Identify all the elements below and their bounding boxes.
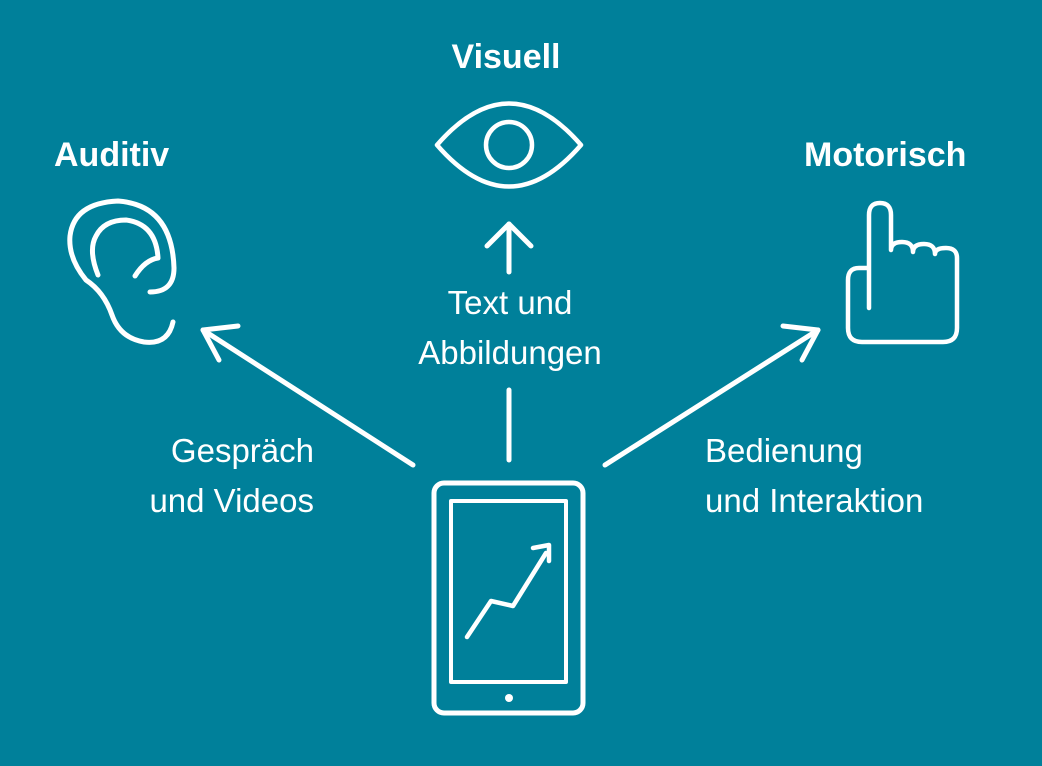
description-visual: Text und Abbildungen <box>360 278 660 378</box>
description-motor: Bedienung und Interaktion <box>705 426 923 526</box>
description-motor-line2: und Interaktion <box>705 482 924 519</box>
arrow-to-auditory <box>200 323 416 468</box>
description-motor-line1: Bedienung <box>705 432 863 469</box>
ear-icon <box>67 198 177 345</box>
arrow-to-motor <box>602 323 821 468</box>
arrow-to-visual <box>484 221 534 463</box>
title-auditory: Auditiv <box>54 136 170 174</box>
tablet-chart-icon <box>431 480 586 716</box>
title-visual: Visuell <box>451 38 561 76</box>
description-visual-line1: Text und <box>447 284 573 321</box>
description-auditory-line1: Gespräch <box>170 432 314 469</box>
pointing-hand-icon <box>845 200 960 345</box>
title-motor: Motorisch <box>804 136 967 174</box>
description-auditory-line2: und Videos <box>149 482 314 519</box>
description-auditory: Gespräch und Videos <box>100 426 314 526</box>
description-visual-line2: Abbildungen <box>418 334 602 371</box>
eye-icon <box>434 101 584 189</box>
